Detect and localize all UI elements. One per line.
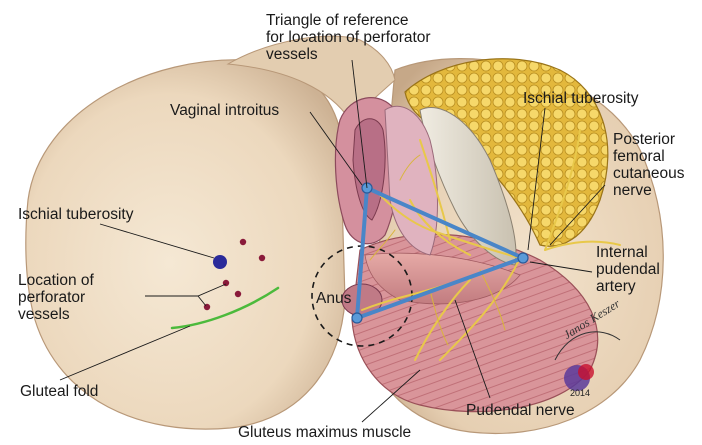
label-triangle-line-1: Triangle of reference (266, 12, 431, 29)
label-vaginal-introitus: Vaginal introitus (170, 102, 279, 119)
label-triangle-line-2: for location of perforator (266, 29, 431, 46)
label-gluteal-fold: Gluteal fold (20, 383, 98, 400)
label-ischial-tuberosity-left: Ischial tuberosity (18, 206, 133, 223)
label-pfcn-line-1: Posterior (613, 131, 685, 148)
label-ischial-tuberosity-right: Ischial tuberosity (523, 90, 638, 107)
label-internal-pudendal-artery: Internal pudendal artery (596, 244, 660, 295)
label-pfcn-line-2: femoral (613, 148, 685, 165)
label-ipa-line-2: pudendal (596, 261, 660, 278)
label-pudendal-nerve: Pudendal nerve (466, 402, 575, 419)
label-triangle-reference: Triangle of reference for location of pe… (266, 12, 431, 63)
label-ipa-line-3: artery (596, 278, 660, 295)
label-lpv-line-1: Location of (18, 272, 94, 289)
label-triangle-line-3: vessels (266, 46, 431, 63)
label-posterior-femoral-cutaneous-nerve: Posterior femoral cutaneous nerve (613, 131, 685, 199)
label-location-perforator-vessels: Location of perforator vessels (18, 272, 94, 323)
label-lpv-line-3: vessels (18, 306, 94, 323)
artist-year: 2014 (570, 388, 590, 398)
label-ipa-line-1: Internal (596, 244, 660, 261)
label-gluteus-maximus-muscle: Gluteus maximus muscle (238, 424, 411, 441)
ischial-tuberosity-dot (213, 255, 227, 269)
label-pfcn-line-3: cutaneous (613, 165, 685, 182)
label-pfcn-line-4: nerve (613, 182, 685, 199)
label-anus: Anus (316, 290, 351, 307)
label-lpv-line-2: perforator (18, 289, 94, 306)
